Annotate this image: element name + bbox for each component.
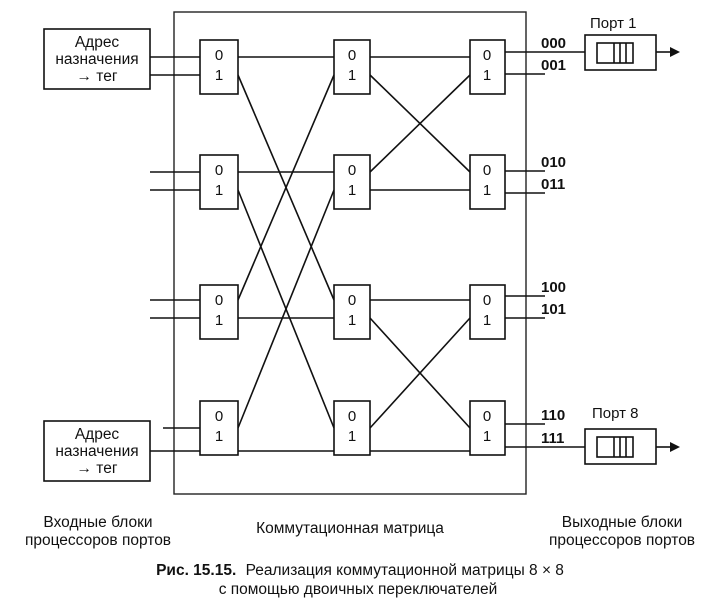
svg-text:1: 1 (215, 312, 223, 329)
output-code-label: 001 (541, 57, 566, 74)
svg-text:0: 0 (483, 408, 491, 425)
cross-wire (237, 189, 335, 429)
caption-line1: Рис. 15.15. Реализация коммутационной ма… (156, 562, 564, 579)
caption-line2: с помощью двоичных переключателей (219, 581, 498, 598)
outputs-label-line1: Выходные блоки (562, 514, 682, 531)
svg-text:1: 1 (215, 67, 223, 84)
svg-text:0: 0 (215, 47, 223, 64)
tag-line1: Адрес (75, 34, 120, 51)
switch-stage2-3: 0 1 (333, 284, 371, 340)
port-label: Порт 1 (590, 15, 637, 32)
switch-stage3-3: 0 1 (469, 284, 506, 340)
switch-stage1-3: 0 1 (199, 284, 239, 340)
matrix-frame (173, 11, 527, 495)
svg-text:0: 0 (215, 162, 223, 179)
caption-text-1: Реализация коммутационной матрицы 8 × 8 (246, 562, 564, 579)
queue-buffer-icon (596, 42, 634, 64)
inputs-label-line1: Входные блоки (43, 514, 152, 531)
svg-text:1: 1 (483, 428, 491, 445)
address-tag-box-bottom: Адрес назначения → тег (43, 420, 151, 482)
output-code-label: 101 (541, 301, 566, 318)
svg-text:0: 0 (483, 47, 491, 64)
svg-text:1: 1 (215, 182, 223, 199)
switch-stage2-4: 0 1 (333, 400, 371, 456)
svg-text:0: 0 (348, 47, 356, 64)
output-code-label: 011 (541, 176, 565, 193)
port-label: Порт 8 (592, 405, 639, 422)
svg-text:0: 0 (215, 292, 223, 309)
svg-text:1: 1 (348, 182, 356, 199)
svg-text:1: 1 (483, 182, 491, 199)
inputs-label-line2: процессоров портов (25, 532, 171, 549)
output-code-label: 110 (541, 407, 565, 424)
cross-wire (369, 74, 471, 173)
switch-stage3-2: 0 1 (469, 154, 506, 210)
svg-text:0: 0 (348, 408, 356, 425)
port-1-queue: Порт 1 (584, 15, 657, 71)
svg-text:0: 0 (483, 162, 491, 179)
figure-number: Рис. 15.15. (156, 562, 236, 579)
svg-text:1: 1 (483, 67, 491, 84)
svg-text:1: 1 (215, 428, 223, 445)
section-labels: Входные блоки процессоров портов Коммута… (25, 514, 695, 549)
arrow-icon (670, 442, 680, 452)
svg-text:0: 0 (483, 292, 491, 309)
svg-text:1: 1 (348, 312, 356, 329)
tag-line2: назначения (55, 443, 138, 460)
svg-text:1: 1 (348, 428, 356, 445)
svg-text:0: 0 (348, 162, 356, 179)
tag-line1: Адрес (75, 426, 120, 443)
svg-text:1: 1 (483, 312, 491, 329)
switch-stage1-4: 0 1 (199, 400, 239, 456)
tag-line3: → тег (76, 460, 117, 477)
switch-stage3-1: 0 1 (469, 39, 506, 95)
figure-caption: Рис. 15.15. Реализация коммутационной ма… (156, 562, 564, 598)
output-codes: 000 001 010 011 100 101 110 111 (541, 35, 566, 447)
output-code-label: 100 (541, 279, 566, 296)
arrow-icon (670, 47, 680, 57)
svg-text:0: 0 (348, 292, 356, 309)
svg-text:1: 1 (348, 67, 356, 84)
switch-stage1-2: 0 1 (199, 154, 239, 210)
tag-line3: → тег (76, 68, 117, 85)
switch-stage1-1: 0 1 (199, 39, 239, 95)
cross-wire (369, 317, 471, 429)
cross-wire (237, 74, 335, 301)
tag-line2: назначения (55, 51, 138, 68)
queue-buffer-icon (596, 436, 634, 458)
switch-stage2-2: 0 1 (333, 154, 371, 210)
output-code-label: 111 (541, 430, 564, 447)
port-8-queue: Порт 8 (584, 405, 657, 465)
svg-text:0: 0 (215, 408, 223, 425)
outputs-label-line2: процессоров портов (549, 532, 695, 549)
output-code-label: 000 (541, 35, 566, 52)
switch-stage2-1: 0 1 (333, 39, 371, 95)
matrix-label: Коммутационная матрица (256, 520, 444, 537)
output-code-label: 010 (541, 154, 566, 171)
wires (150, 47, 680, 452)
switch-stage3-4: 0 1 (469, 400, 506, 456)
address-tag-box-top: Адрес назначения → тег (43, 28, 151, 90)
